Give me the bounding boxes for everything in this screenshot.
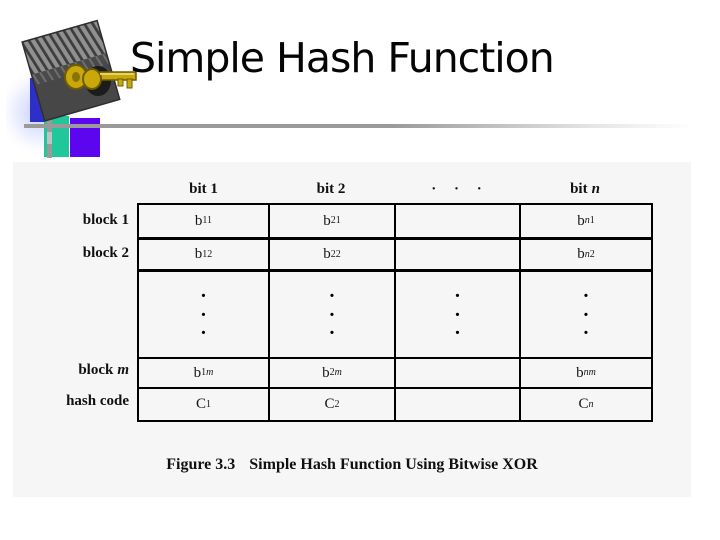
table-cell-empty	[394, 205, 519, 237]
col-header-ellipsis: · · ·	[431, 181, 482, 197]
vertical-bar-highlight	[47, 132, 52, 144]
table-cell-vdots: ···	[519, 269, 651, 357]
key-icon	[64, 64, 137, 90]
table-cell-vdots: ···	[139, 269, 268, 357]
slide-title: Simple Hash Function	[130, 34, 555, 82]
col-header-bit2: bit 2	[316, 181, 346, 197]
padlock-icon	[6, 19, 137, 158]
table-cell-empty	[394, 387, 519, 420]
row-label-block1: block 1	[82, 211, 129, 228]
figure-caption-text: Simple Hash Function Using Bitwise XOR	[249, 456, 538, 473]
table-cell-vdots: ···	[394, 269, 519, 357]
table-cell-vdots: ···	[268, 269, 394, 357]
figure-caption: Figure 3.3 Simple Hash Function Using Bit…	[13, 456, 691, 474]
table-cell-empty	[394, 357, 519, 387]
row-label-hashcode: hash code	[66, 393, 129, 409]
col-header-bit1: bit 1	[189, 181, 218, 197]
figure-caption-label: Figure 3.3	[166, 456, 236, 473]
table-cell-empty	[394, 237, 519, 269]
row-label-block2: block 2	[82, 244, 129, 261]
title-underline	[24, 124, 694, 128]
